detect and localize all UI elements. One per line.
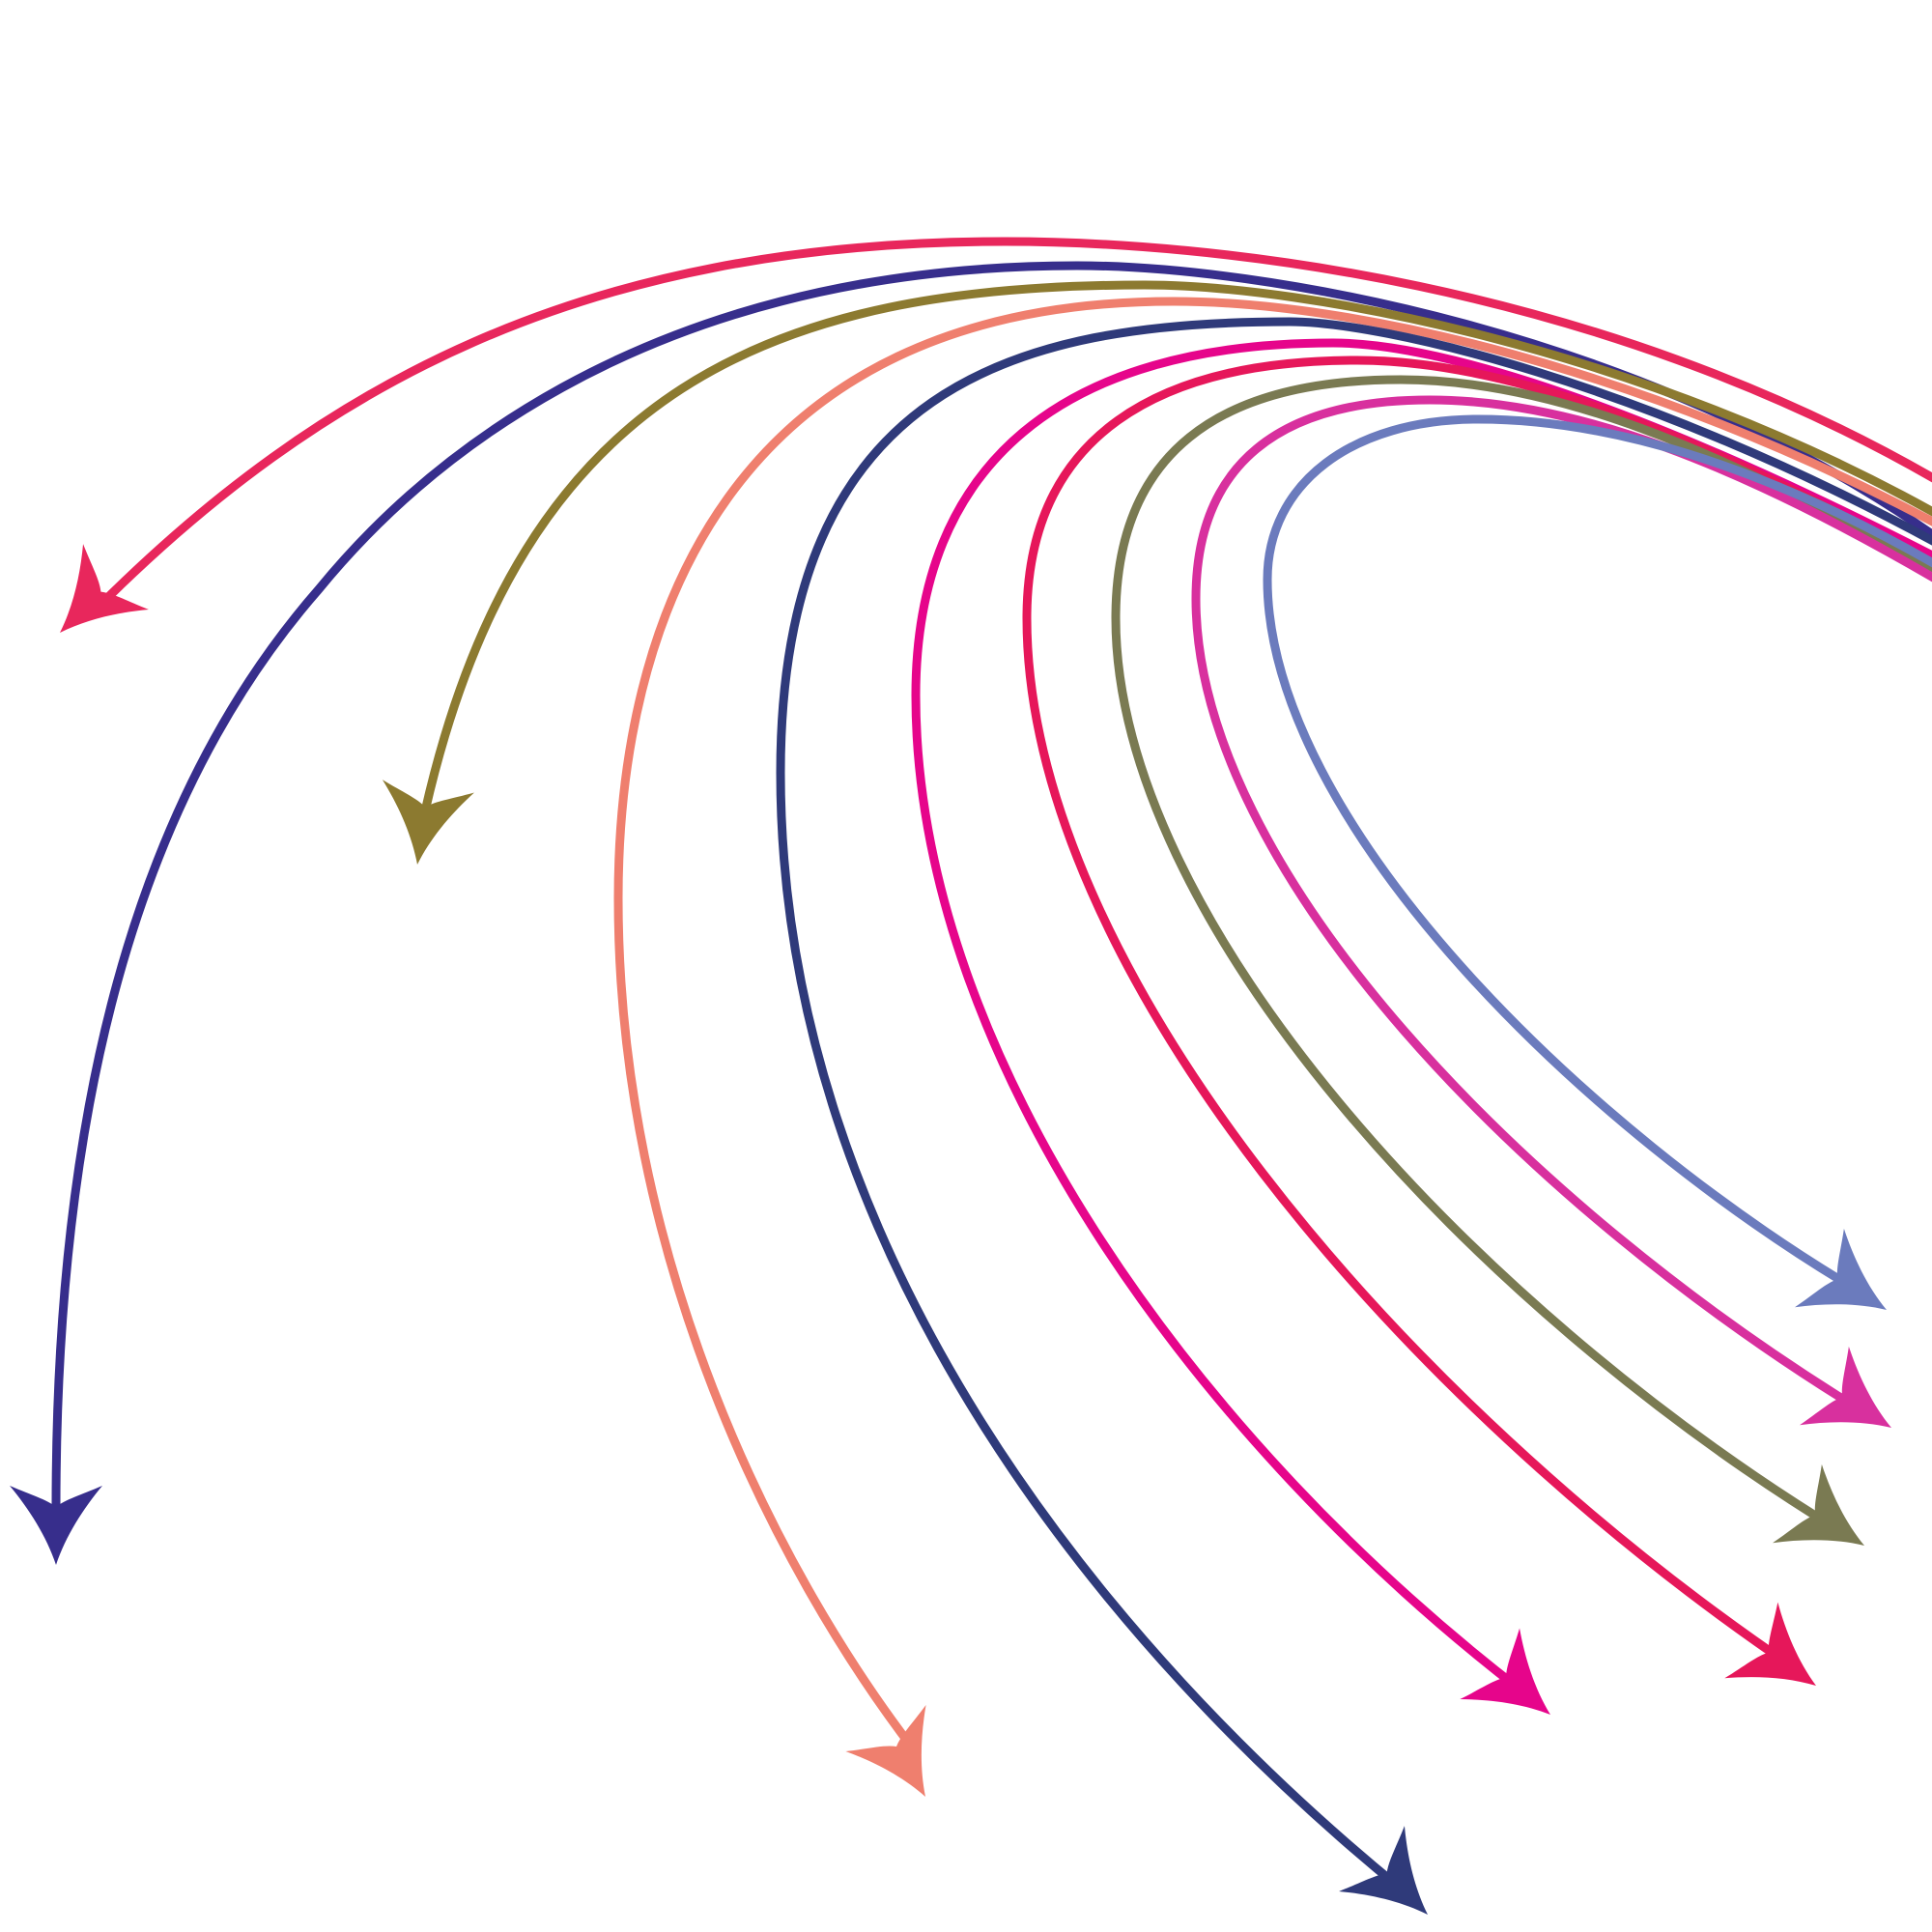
curved-arrow-red-pink-shaft — [1022, 355, 1932, 1671]
curved-arrow-khaki-head — [1773, 1463, 1864, 1546]
curved-arrow-crimson-head — [60, 544, 149, 633]
curved-arrow-khaki — [1111, 375, 1932, 1546]
arrow-group — [10, 237, 1932, 1915]
curved-arrow-periwinkle-head — [1795, 1228, 1887, 1310]
curved-arrow-indigo — [10, 261, 1932, 1565]
curved-arrow-crimson-shaft — [92, 237, 1932, 613]
curved-arrow-salmon-head — [845, 1704, 926, 1797]
curved-arrow-crimson — [60, 237, 1932, 633]
curved-arrow-khaki-shaft — [1111, 375, 1932, 1536]
curved-arrow-salmon-shaft — [613, 297, 1932, 1753]
curved-arrow-red-pink-head — [1724, 1602, 1816, 1686]
curved-arrow-indigo-shaft — [51, 261, 1932, 1512]
curved-arrow-salmon — [613, 297, 1932, 1797]
curved-arrow-olive-head — [382, 780, 474, 865]
curved-arrow-red-pink — [1022, 355, 1932, 1686]
curved-arrow-navy-shaft — [776, 317, 1932, 1893]
curved-arrow-navy-head — [1339, 1826, 1428, 1915]
curved-arrow-periwinkle-shaft — [1263, 414, 1932, 1299]
curved-arrow-periwinkle — [1263, 414, 1932, 1310]
curved-arrow-olive — [382, 280, 1932, 865]
curved-arrow-magenta-head — [1460, 1628, 1550, 1715]
curved-arrow-navy — [776, 317, 1932, 1915]
curved-arrow-orchid-head — [1800, 1346, 1891, 1428]
curved-arrow-indigo-head — [10, 1486, 102, 1565]
curved-arrow-olive-shaft — [420, 280, 1932, 816]
